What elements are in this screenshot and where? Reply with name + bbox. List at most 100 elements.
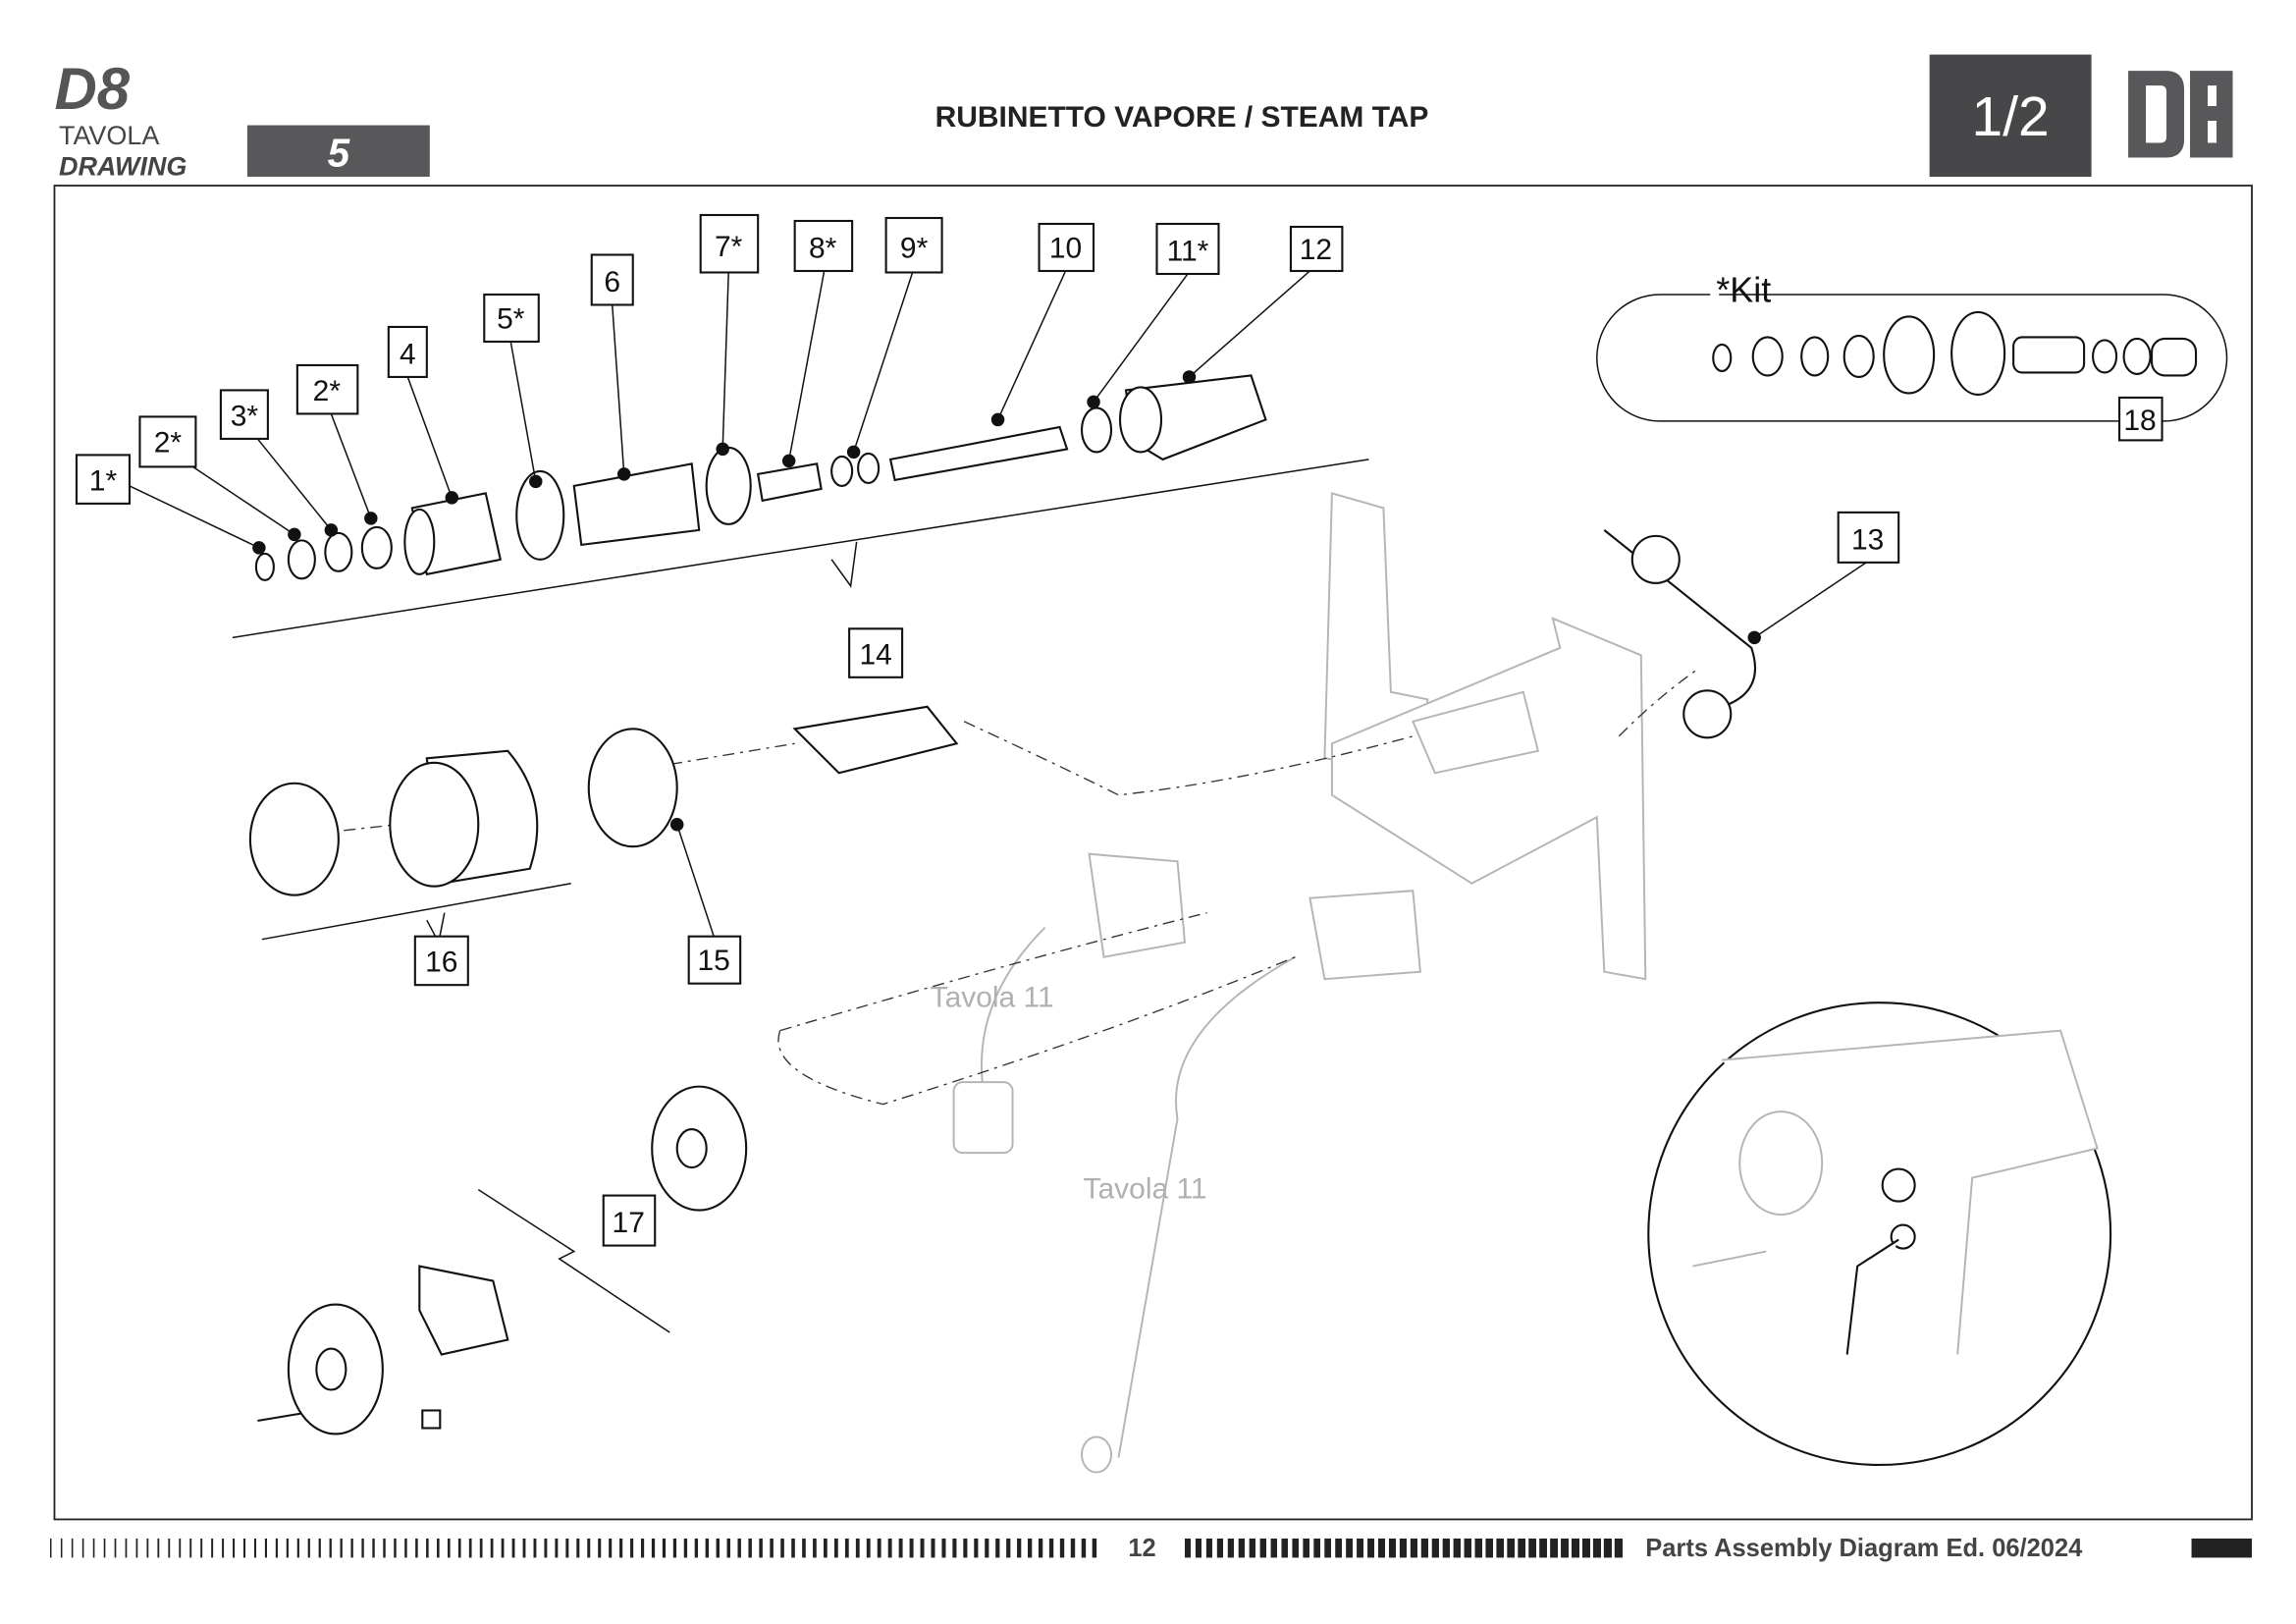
footer-bar bbox=[222, 1538, 225, 1558]
footer-bar bbox=[415, 1538, 418, 1558]
footer-bar bbox=[694, 1538, 699, 1558]
callout-10[interactable]: 10 bbox=[1038, 222, 1095, 273]
footer-bar bbox=[726, 1538, 730, 1558]
footer-bar bbox=[1238, 1538, 1245, 1558]
footer-bar bbox=[952, 1538, 957, 1558]
footer-bar bbox=[1550, 1538, 1558, 1558]
footer-bar bbox=[877, 1538, 881, 1558]
callout-11[interactable]: 11* bbox=[1155, 222, 1220, 276]
footer-bar bbox=[437, 1538, 440, 1558]
footer-bar bbox=[49, 1538, 52, 1558]
callout-label: 13 bbox=[1851, 523, 1884, 556]
footer-bar bbox=[457, 1538, 461, 1558]
callout-16[interactable]: 16 bbox=[413, 935, 469, 987]
footer-bar bbox=[233, 1538, 236, 1558]
footer-bar bbox=[522, 1538, 526, 1558]
footer-bar bbox=[662, 1538, 667, 1558]
callout-label: 12 bbox=[1300, 234, 1332, 266]
footer-bar bbox=[71, 1538, 74, 1558]
footer-bar bbox=[383, 1538, 386, 1558]
page-indicator: 1/2 bbox=[1972, 85, 2050, 148]
footer-bar bbox=[1528, 1538, 1536, 1558]
footer-bar bbox=[587, 1538, 591, 1558]
footer-bar bbox=[1561, 1538, 1569, 1558]
callout-label: 2* bbox=[313, 375, 342, 407]
footer-bar bbox=[1059, 1538, 1065, 1558]
footer-bar bbox=[833, 1538, 838, 1558]
callout-4[interactable]: 4 bbox=[387, 325, 428, 378]
callout-5[interactable]: 5* bbox=[483, 293, 540, 344]
footer-bar bbox=[802, 1538, 806, 1558]
reference-label-tavola-11: Tavola 11 bbox=[931, 982, 1054, 1014]
footer-bar bbox=[748, 1538, 752, 1558]
footer-bar bbox=[887, 1538, 892, 1558]
page-indicator-box bbox=[1929, 54, 2092, 178]
footer-bar bbox=[1270, 1538, 1277, 1558]
footer-bar bbox=[447, 1538, 451, 1558]
drawing-frame bbox=[53, 185, 2253, 1521]
footer-bar bbox=[1357, 1538, 1363, 1558]
footer-bar bbox=[60, 1538, 63, 1558]
callout-18[interactable]: 18 bbox=[2118, 396, 2163, 442]
table-number: 5 bbox=[328, 131, 350, 176]
footer-bar bbox=[791, 1538, 795, 1558]
footer-bar bbox=[1431, 1538, 1439, 1558]
callout-8[interactable]: 8* bbox=[793, 219, 854, 273]
callout-label: 8* bbox=[809, 232, 837, 264]
footer-bar bbox=[619, 1538, 623, 1558]
callout-9[interactable]: 9* bbox=[884, 216, 943, 274]
model-name: D8 bbox=[54, 56, 130, 122]
footer-bar bbox=[555, 1538, 559, 1558]
footer-bar bbox=[866, 1538, 871, 1558]
callout-2b[interactable]: 2* bbox=[295, 363, 359, 415]
callout-13[interactable]: 13 bbox=[1837, 511, 1900, 564]
callout-label: 16 bbox=[425, 947, 457, 979]
callout-2a[interactable]: 2* bbox=[138, 415, 197, 468]
footer-bar bbox=[844, 1538, 849, 1558]
callout-14[interactable]: 14 bbox=[848, 627, 904, 678]
footer-bar bbox=[125, 1538, 128, 1558]
footer-bar bbox=[1485, 1538, 1493, 1558]
tavola-label: TAVOLA bbox=[59, 121, 159, 150]
callout-7[interactable]: 7* bbox=[699, 213, 760, 274]
callout-label: 10 bbox=[1049, 232, 1082, 264]
footer-bar bbox=[565, 1538, 569, 1558]
footer-bar bbox=[770, 1538, 774, 1558]
callout-6[interactable]: 6 bbox=[590, 253, 634, 306]
footer-bar bbox=[1346, 1538, 1353, 1558]
footer-bar bbox=[855, 1538, 860, 1558]
kit-label: *Kit bbox=[1716, 269, 1771, 309]
footer-bar bbox=[1507, 1538, 1515, 1558]
footer-bar bbox=[1205, 1538, 1212, 1558]
footer-bar bbox=[1410, 1538, 1417, 1558]
callout-label: 14 bbox=[859, 638, 891, 671]
footer-bar bbox=[501, 1538, 505, 1558]
footer-bar bbox=[318, 1538, 321, 1558]
page-title: RUBINETTO VAPORE / STEAM TAP bbox=[935, 101, 1429, 134]
callout-3[interactable]: 3* bbox=[219, 389, 269, 440]
lower-parts bbox=[248, 529, 1756, 1435]
footer-bar bbox=[361, 1538, 364, 1558]
footer-bar bbox=[1195, 1538, 1201, 1558]
callout-label: 4 bbox=[400, 338, 416, 370]
footer-bar bbox=[1070, 1538, 1076, 1558]
footer-bar bbox=[350, 1538, 353, 1558]
footer-bar bbox=[1006, 1538, 1011, 1558]
footer-bar bbox=[1518, 1538, 1525, 1558]
footer-bars-right bbox=[2191, 1538, 2253, 1558]
footer-bar bbox=[985, 1538, 989, 1558]
footer-bar bbox=[1603, 1538, 1612, 1558]
footer-bar bbox=[1453, 1538, 1461, 1558]
footer-bar bbox=[931, 1538, 935, 1558]
footer-bar bbox=[1581, 1538, 1590, 1558]
footer-bar bbox=[168, 1538, 171, 1558]
footer-bar bbox=[275, 1538, 278, 1558]
footer-bar bbox=[200, 1538, 203, 1558]
callout-15[interactable]: 15 bbox=[687, 935, 742, 985]
callout-1[interactable]: 1* bbox=[75, 454, 131, 505]
callout-17[interactable]: 17 bbox=[602, 1194, 657, 1247]
footer-bar bbox=[1442, 1538, 1450, 1558]
footer-bar bbox=[1572, 1538, 1579, 1558]
footer-bar bbox=[941, 1538, 946, 1558]
callout-12[interactable]: 12 bbox=[1289, 225, 1344, 273]
